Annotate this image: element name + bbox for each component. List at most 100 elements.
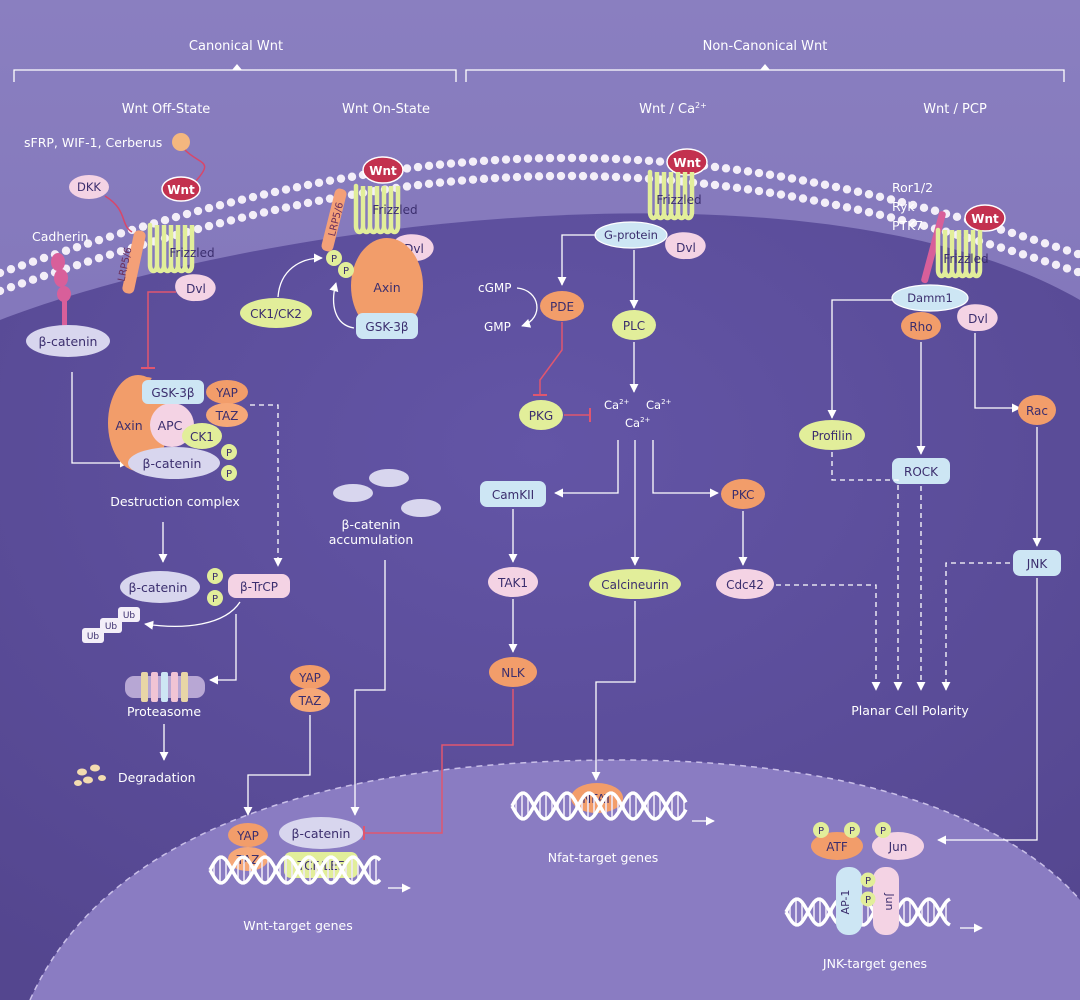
taz-complex-label: TAZ (215, 409, 239, 423)
calcineurin-nfat-arrow (591, 601, 636, 781)
jnk-node (1013, 550, 1061, 576)
membrane-lipid (314, 196, 324, 205)
ror-label: Ror1/2 (892, 180, 933, 195)
membrane-lipid (446, 159, 456, 168)
yap-nuclear-entry (290, 665, 330, 689)
membrane-lipid (523, 172, 533, 181)
membrane-lipid (314, 178, 324, 187)
membrane-lipid (281, 203, 291, 212)
ca-ion-2: Ca2+ (646, 398, 672, 412)
membrane-lipid (171, 212, 181, 222)
nucleus (29, 759, 1080, 1000)
ca-pkc-arrow (652, 440, 719, 498)
membrane-lipid (1051, 242, 1061, 252)
membrane-lipid (6, 264, 16, 274)
membrane-lipid (28, 257, 38, 266)
membrane-lipid (743, 167, 753, 176)
dvl-ca-blob (665, 232, 706, 260)
membrane-lipid (1029, 253, 1039, 263)
ca-ion-1: Ca2+ (604, 398, 630, 412)
beta-catenin-nucleus (279, 817, 363, 849)
membrane-lipid (292, 183, 302, 192)
wnt-pcp-ligand (964, 204, 1006, 232)
membrane-lipid (6, 282, 16, 292)
cdc42-label: Cdc42 (726, 578, 764, 592)
taz-nuclear-entry (290, 688, 330, 712)
membrane-lipid (710, 180, 720, 190)
membrane-lipid (1018, 232, 1028, 241)
phospho-trcp-2 (207, 590, 223, 606)
ca-ion-1-sup: 2+ (619, 398, 629, 406)
pde-label: PDE (550, 300, 574, 314)
membrane-lipid (138, 222, 148, 231)
ubiquitin-chain: Ub Ub Ub (82, 607, 140, 643)
ca-ion-3: Ca2+ (625, 416, 651, 430)
membrane-lipid (545, 153, 555, 163)
dkk-node (69, 175, 109, 199)
phospho-ap1-2-label: P (865, 895, 871, 906)
membrane-lipid (17, 279, 27, 288)
cadherin-protein (51, 253, 71, 326)
membrane-lipid (347, 172, 357, 181)
gsk3b-off-node (142, 380, 204, 404)
membrane-lipid (611, 172, 621, 182)
frizzled-helices (353, 183, 401, 235)
dna-strand (208, 855, 382, 885)
phospho-complex-1-label: P (226, 448, 232, 459)
lrp-off-receptor: LRP5/6 (117, 230, 146, 294)
nfat-dna-helix (510, 791, 688, 821)
frizzled-on-receptor (353, 183, 401, 235)
pkg-label: PKG (529, 409, 553, 423)
cdc42-node (716, 569, 774, 599)
membrane-lipid (809, 178, 819, 187)
membrane-lipid (908, 218, 918, 228)
btrcp-label: β-TrCP (240, 580, 278, 594)
membrane-lipid (1051, 260, 1061, 270)
membrane-lipid (578, 153, 588, 163)
accumulation-label-2: accumulation (329, 532, 414, 547)
yap-nucleus-label: YAP (236, 829, 259, 843)
calcineurin-node (589, 569, 681, 599)
membrane-lipid (886, 213, 896, 222)
membrane-lipid (864, 208, 874, 217)
phospho-ap1-1 (860, 872, 876, 888)
membrane-lipid (930, 206, 940, 215)
membrane-lipid (303, 180, 313, 190)
jnk-pcp-dashed (941, 562, 1010, 691)
membrane-lipid (699, 179, 709, 188)
membrane-lipid (743, 185, 753, 194)
membrane-lipid (842, 203, 852, 212)
wnt-pcp-header: Wnt / PCP (923, 102, 987, 117)
taz-nuclear-entry-label: TAZ (298, 694, 322, 708)
sfrp-label: sFRP, WIF-1, Cerberus (24, 135, 162, 150)
proteasome-label: Proteasome (127, 704, 201, 719)
membrane-lipid (996, 243, 1006, 252)
frizzled-on-label: Frizzled (372, 203, 417, 217)
frizzled-ca-receptor (647, 169, 695, 221)
membrane-lipid (259, 208, 269, 217)
yap-complex-label: YAP (215, 386, 238, 400)
phospho-ap1-1-label: P (865, 876, 871, 887)
membrane-lipid (182, 209, 192, 219)
membrane-lipid (248, 192, 258, 202)
membrane-lipid (556, 171, 566, 181)
membrane-lipid (798, 176, 808, 185)
gsk3b-on-label: GSK-3β (365, 320, 408, 334)
membrane-lipid (116, 247, 126, 256)
rac-label: Rac (1026, 404, 1048, 418)
membrane-lipid (105, 250, 115, 259)
axin-on-node (351, 238, 423, 334)
membrane-lipid (754, 168, 764, 178)
membrane-lipid (831, 182, 841, 192)
membrane-lipid (732, 165, 742, 175)
membrane-lipid (886, 195, 896, 204)
membrane-lipid (710, 162, 720, 172)
sfrp-line (184, 149, 206, 183)
wnt-ca-header: Wnt / Ca2+ (639, 101, 707, 117)
membrane-lipid (897, 215, 907, 225)
membrane-lipid (413, 162, 423, 172)
ub-tag-3-label: Ub (87, 632, 100, 642)
membrane-lipid (1040, 239, 1050, 248)
yap-nuclear-entry-label: YAP (298, 671, 321, 685)
membrane-lipid (897, 197, 907, 207)
